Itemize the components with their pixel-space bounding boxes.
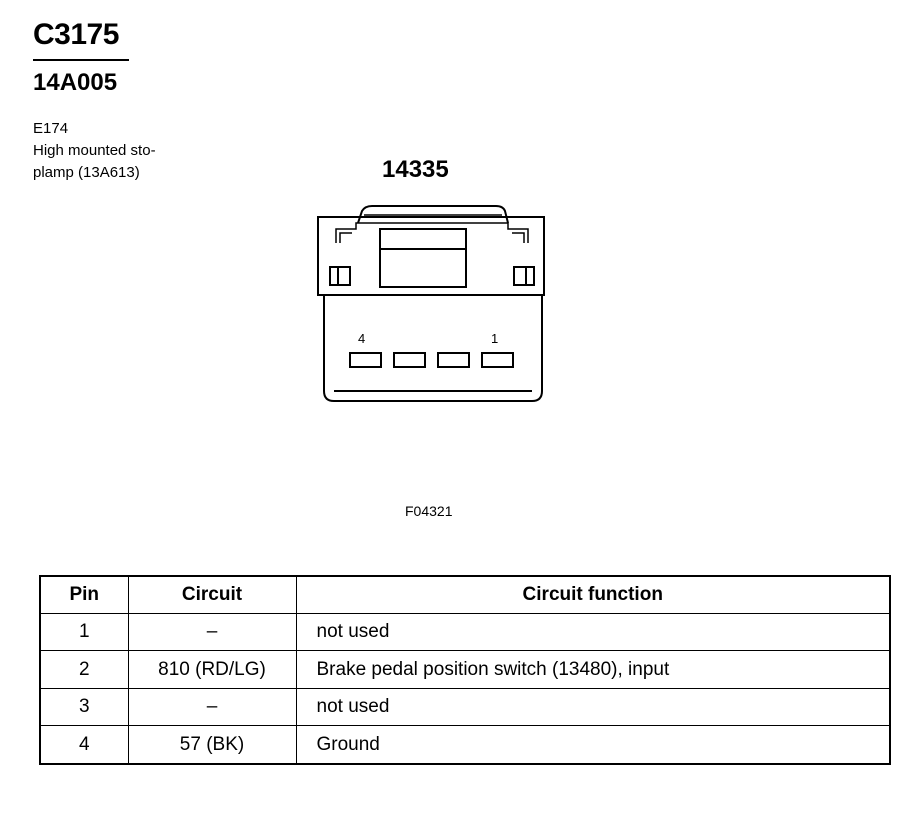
pin-terminal-2 <box>437 352 470 368</box>
harness-part-number: 14A005 <box>33 69 118 96</box>
circuit-cell: 810 (RD/LG) <box>127 650 297 689</box>
connector-latch <box>357 205 509 224</box>
pin-cell: 3 <box>39 687 129 727</box>
side-lock-left <box>329 266 351 286</box>
side-lock-right <box>513 266 535 286</box>
column-header-pin: Pin <box>39 575 129 614</box>
pin-cell: 2 <box>39 650 129 689</box>
circuit-cell: – <box>127 687 297 727</box>
pin-terminal-4 <box>349 352 382 368</box>
circuit-cell: – <box>127 612 297 652</box>
column-header-circuit-function: Circuit function <box>295 575 891 614</box>
table-row: 1 – not used <box>39 612 891 652</box>
connector-id: C3175 <box>33 18 119 51</box>
function-cell: Ground <box>295 725 891 765</box>
table-row: 2 810 (RD/LG) Brake pedal position switc… <box>39 650 891 689</box>
connector-window <box>379 228 467 288</box>
description-line: plamp (13A613) <box>33 164 140 181</box>
table-header-row: Pin Circuit Circuit function <box>39 575 891 614</box>
pin-terminal-3 <box>393 352 426 368</box>
function-cell: not used <box>295 687 891 727</box>
function-cell: Brake pedal position switch (13480), inp… <box>295 650 891 689</box>
figure-id: F04321 <box>405 503 453 519</box>
table-row: 3 – not used <box>39 687 891 727</box>
pin-label-1: 1 <box>491 331 498 346</box>
circuit-cell: 57 (BK) <box>127 725 297 765</box>
title-underline <box>33 59 129 61</box>
pin-label-4: 4 <box>358 331 365 346</box>
connector-part-number: 14335 <box>382 156 449 183</box>
pin-terminal-1 <box>481 352 514 368</box>
pin-table: Pin Circuit Circuit function 1 – not use… <box>39 575 891 765</box>
description-line: E174 <box>33 120 69 137</box>
connector-description: E174 High mounted sto- plamp (13A613) <box>33 118 156 184</box>
pin-cell: 1 <box>39 612 129 652</box>
pin-cell: 4 <box>39 725 129 765</box>
column-header-circuit: Circuit <box>127 575 297 614</box>
connector-face-drawing: 4 1 <box>317 205 545 402</box>
description-line: High mounted sto- <box>33 142 156 159</box>
table-row: 4 57 (BK) Ground <box>39 725 891 765</box>
connector-upper-body <box>317 216 545 296</box>
function-cell: not used <box>295 612 891 652</box>
connector-lower-body <box>323 295 543 402</box>
